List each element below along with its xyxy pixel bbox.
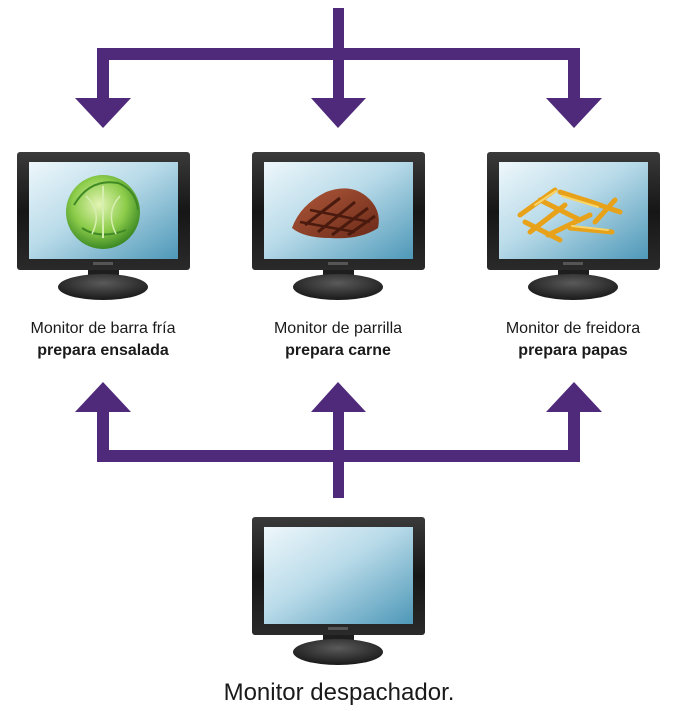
top-right-stem xyxy=(568,48,580,100)
lettuce-icon xyxy=(66,175,140,249)
monitor-base xyxy=(58,274,148,300)
caption-cold-bar: Monitor de barra fría prepara ensalada xyxy=(3,318,203,362)
monitor-dispatch xyxy=(252,517,425,665)
monitor-screen xyxy=(264,527,413,624)
steak-icon xyxy=(292,188,379,239)
down-arrow-right xyxy=(546,98,602,128)
down-arrow-middle xyxy=(311,98,366,128)
monitor-base xyxy=(293,639,383,665)
bottom-right-stem xyxy=(568,410,580,462)
caption-dispatch: Monitor despachador. xyxy=(223,679,455,706)
up-arrow-middle xyxy=(311,382,366,412)
monitor-grill xyxy=(252,152,425,300)
caption-title: Monitor de parrilla xyxy=(273,320,403,337)
up-arrow-left xyxy=(75,382,131,412)
caption-title: Monitor de freidora xyxy=(505,320,641,337)
monitor-fryer xyxy=(487,152,660,300)
monitor-button xyxy=(328,627,348,630)
monitor-button xyxy=(93,262,113,265)
fries-highlight xyxy=(534,190,609,231)
monitor-base xyxy=(293,274,383,300)
caption-subtitle: prepara carne xyxy=(285,342,391,359)
down-arrow-left xyxy=(75,98,131,128)
top-left-stem xyxy=(97,48,109,100)
monitor-button xyxy=(328,262,348,265)
fries-icon xyxy=(517,187,623,243)
monitor-screen xyxy=(499,162,648,259)
top-feed-line xyxy=(333,8,344,70)
top-arrows xyxy=(75,8,602,128)
caption-fryer: Monitor de freidora prepara papas xyxy=(473,318,673,362)
caption-subtitle: prepara ensalada xyxy=(37,342,169,359)
monitor-base xyxy=(528,274,618,300)
top-mid-stem xyxy=(333,48,344,100)
monitor-button xyxy=(563,262,583,265)
caption-title: Monitor de barra fría xyxy=(30,320,176,337)
caption-subtitle: prepara papas xyxy=(518,342,628,359)
bottom-bar xyxy=(97,450,580,462)
caption-grill: Monitor de parrilla prepara carne xyxy=(238,318,438,362)
bottom-arrows xyxy=(75,382,602,498)
monitor-cold-bar xyxy=(17,152,190,300)
up-arrow-right xyxy=(546,382,602,412)
bottom-left-stem xyxy=(97,410,109,462)
